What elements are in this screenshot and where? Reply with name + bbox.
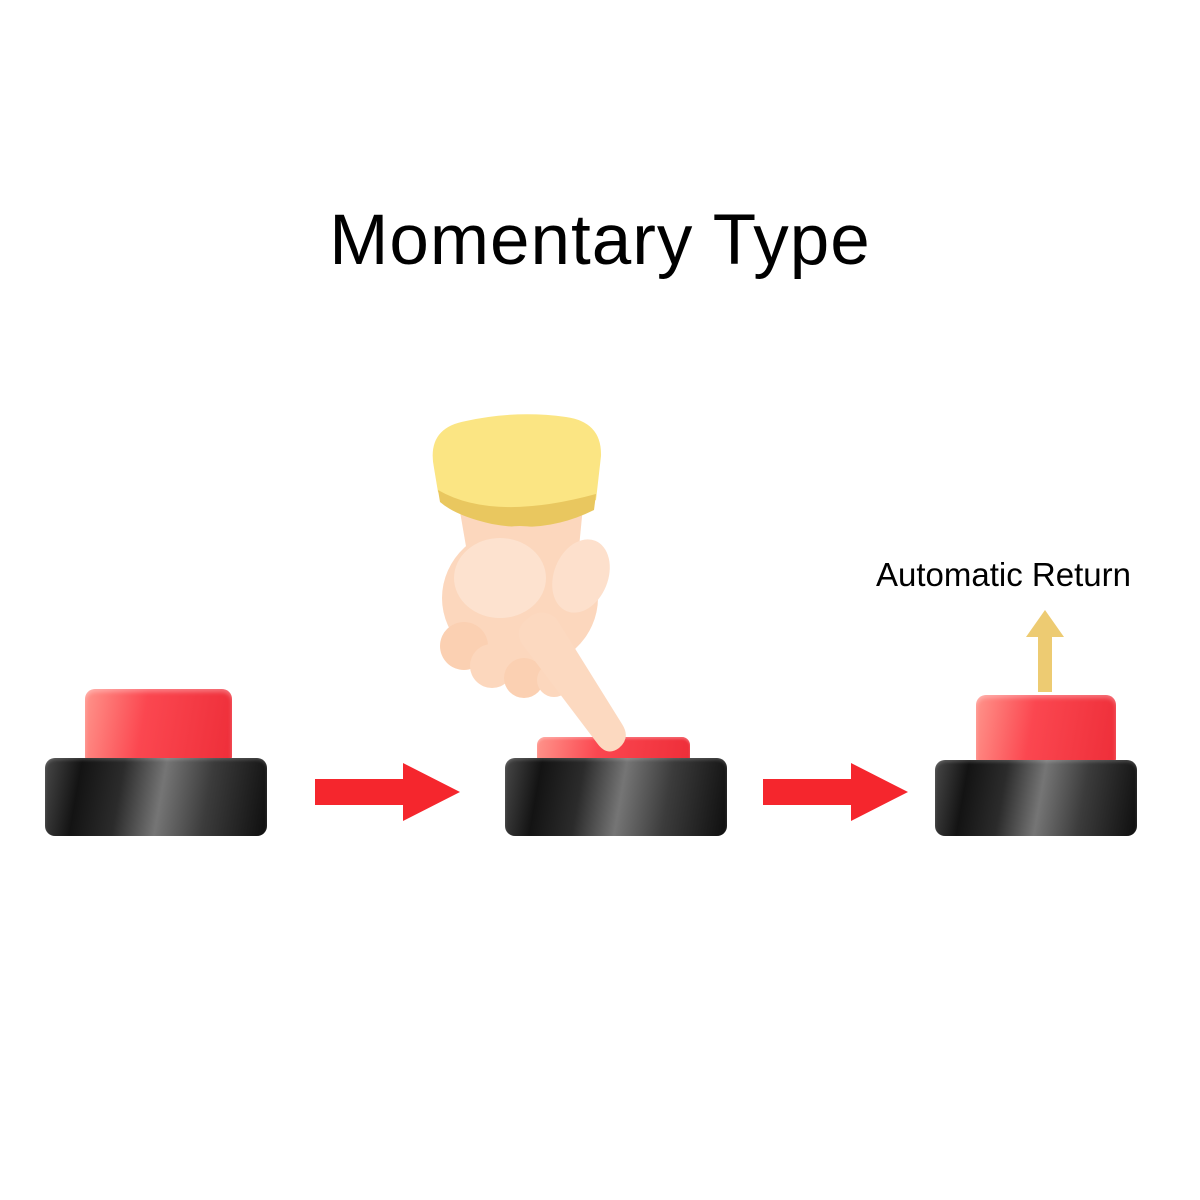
up-arrow-icon xyxy=(1026,610,1064,692)
button-base-black xyxy=(935,760,1137,836)
button-base-black xyxy=(505,758,727,836)
button-base-black xyxy=(45,758,267,836)
automatic-return-label: Automatic Return xyxy=(876,556,1131,593)
right-arrow-icon xyxy=(315,763,460,821)
button-cap-red xyxy=(976,695,1116,764)
button-cap-red xyxy=(85,689,232,762)
right-arrow-icon xyxy=(763,763,908,821)
pressing-hand-icon xyxy=(432,414,626,752)
diagram-title: Momentary Type xyxy=(329,201,871,280)
